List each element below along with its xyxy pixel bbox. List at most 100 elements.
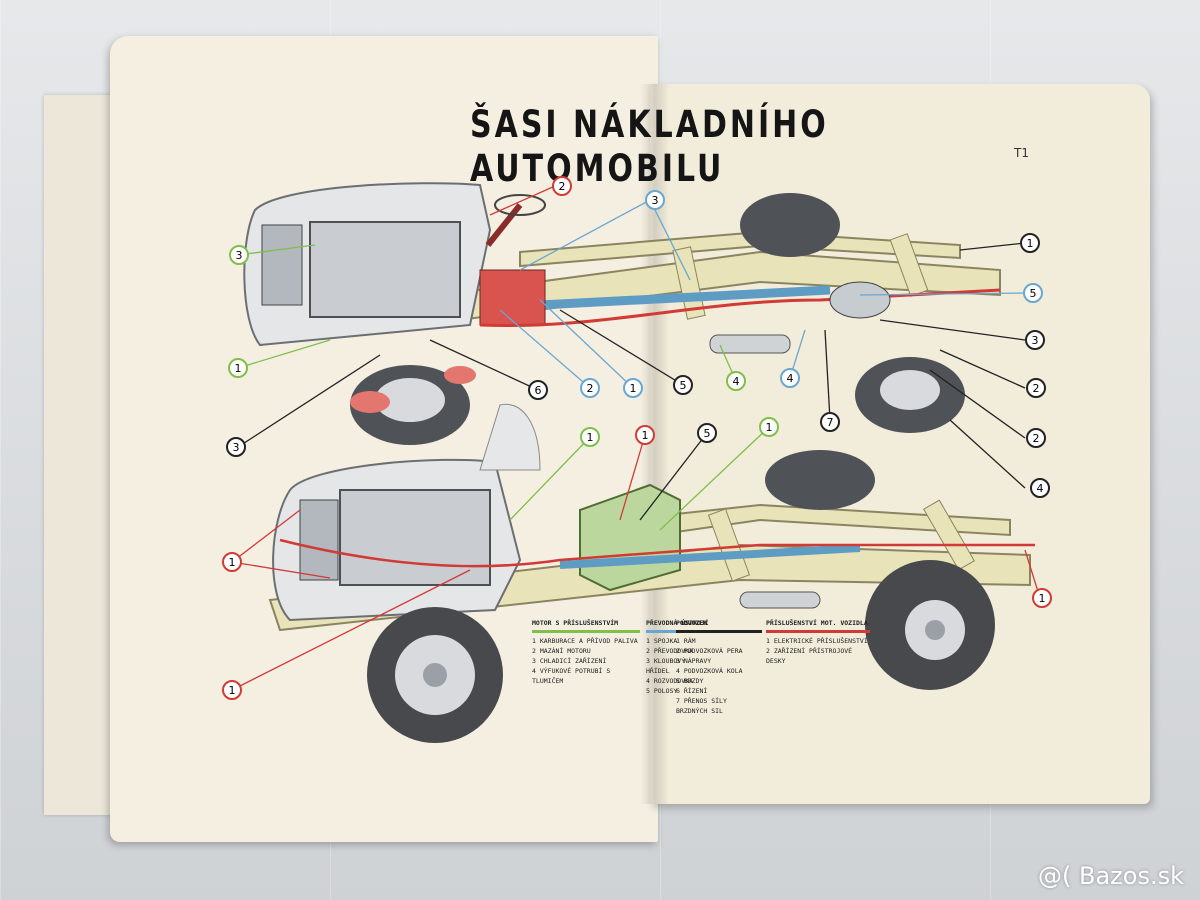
callout-number: 1 [587,431,594,444]
callout-number: 2 [1033,432,1040,445]
legend-item: 1 KARBURACE A PŘÍVOD PALIVA [532,637,638,645]
legend-header: MOTOR S PŘÍSLUŠENSTVÍM [532,618,640,633]
callout-number: 2 [559,180,566,193]
callout-circle: 5 [1023,283,1043,303]
callout-number: 3 [236,249,243,262]
callout-number: 1 [229,684,236,697]
callout-circle: 4 [726,371,746,391]
bottom-frame-crossmember [923,499,975,571]
bottom-wiring [279,538,1035,568]
callout-circle: 3 [229,245,249,265]
callout-circle: 1 [222,552,242,572]
callout-number: 5 [680,379,687,392]
callout-number: 3 [652,194,659,207]
callout-number: 1 [1039,592,1046,605]
callout-number: 1 [766,421,773,434]
legend-accessories: PŘÍSLUŠENSTVÍ MOT. VOZIDLA 1 ELEKTRICKÉ … [766,618,870,666]
legend-item: 7 PŘENOS SÍLY [676,697,727,705]
top-steering-wheel [494,194,546,216]
legend-item: 1 SPOJKA [646,637,678,645]
callout-circle: 3 [1025,330,1045,350]
legend-item: 2 PŘEVODOVKA [646,647,693,655]
page-title: ŠASI NÁKLADNÍHO AUTOMOBILU [470,103,829,191]
callout-circle: 4 [780,368,800,388]
callout-number: 7 [827,416,834,429]
top-radiator [261,224,303,306]
bottom-driveshaft [559,544,861,569]
legend-item: 4 VÝFUKOVÉ POTRUBÍ S TLUMIČEM [532,667,611,685]
top-gearbox [479,269,546,326]
legend-item: 1 ELEKTRICKÉ PŘÍSLUŠENSTVÍ [766,637,868,645]
top-rear-axle [829,281,891,319]
callout-number: 5 [704,427,711,440]
callout-number: 3 [233,441,240,454]
legend-header: PODVOZEK [676,618,762,633]
callout-number: 4 [787,372,794,385]
callout-circle: 2 [1026,428,1046,448]
bottom-exhaust-muffler [739,591,821,609]
bottom-radiator [299,499,339,581]
right-page [650,84,1150,804]
bottom-cab-seat [479,403,541,471]
callout-number: 1 [229,556,236,569]
top-driveshaft [539,285,831,310]
bazos-watermark: @( Bazos.sk [1038,862,1184,890]
callout-number: 1 [1027,237,1034,250]
legend-item: 2 MAZÁNÍ MOTORU [532,647,591,655]
top-callouts: 2 3 1 3 5 3 2 1 2 4 4 1 2 5 4 6 3 7 [226,176,1050,498]
callout-number: 2 [1033,382,1040,395]
legend-header: PŘÍSLUŠENSTVÍ MOT. VOZIDLA [766,618,870,633]
top-callout-lines [237,185,1026,489]
callout-circle: 1 [623,378,643,398]
legend-item: 3 KLOUBOVÝ HŘÍDEL [646,657,686,675]
top-front-wheel [350,365,476,445]
callout-circle: 2 [552,176,572,196]
top-exhaust-muffler [709,334,791,354]
callout-number: 2 [587,382,594,395]
bottom-engine-block [339,489,491,586]
callout-circle: 1 [759,417,779,437]
callout-number: 1 [235,362,242,375]
top-steering-column [485,203,523,247]
bottom-front-wheel [367,607,503,743]
callout-circle: 1 [635,425,655,445]
callout-circle: 1 [228,358,248,378]
legend-undercarriage: PODVOZEK 1 RÁM 2 PODVOZKOVÁ PERA 3 NÁPRA… [676,618,762,716]
legend-item: 5 POLOSY [646,687,678,695]
callout-number: 1 [630,382,637,395]
callout-number: 5 [1030,287,1037,300]
bottom-callout-lines [231,426,1041,691]
legend-item: 3 CHLADICÍ ZAŘÍZENÍ [532,657,607,665]
callout-circle: 1 [580,427,600,447]
callout-circle: 5 [673,375,693,395]
legend-item: 5 BRZDY [676,677,704,685]
callout-circle: 1 [1032,588,1052,608]
bottom-chassis [268,403,1035,743]
callout-circle: 4 [1030,478,1050,498]
legend-item: 6 ŘÍZENÍ [676,687,708,695]
legend-engine: MOTOR S PŘÍSLUŠENSTVÍM 1 KARBURACE A PŘÍ… [532,618,640,686]
legend-item: 2 PODVOZKOVÁ PERA [676,647,743,655]
page-label: T1 [1014,146,1029,160]
callout-circle: 6 [528,380,548,400]
bottom-rear-wheel [765,450,995,690]
callout-circle: 3 [226,437,246,457]
top-brake-line [479,288,1001,328]
bottom-callouts: 1 1 5 1 1 1 1 [222,417,1052,700]
legend-item: 2 ZAŘÍZENÍ PŘÍSTROJOVÉ DESKY [766,647,853,665]
legend-item: BRZDNÝCH SIL [676,707,723,715]
callout-number: 6 [535,384,542,397]
callout-circle: 1 [222,680,242,700]
callout-number: 4 [1037,482,1044,495]
callout-number: 1 [642,429,649,442]
bottom-fuel-tank [579,483,681,592]
legend-item: 4 PODVOZKOVÁ KOLA [676,667,743,675]
legend-item: 3 NÁPRAVY [676,657,712,665]
legend-item: 4 ROZVODOVKA [646,677,693,685]
callout-number: 4 [733,375,740,388]
callout-circle: 5 [697,423,717,443]
callout-circle: 2 [580,378,600,398]
legend-item: 1 RÁM [676,637,696,645]
callout-circle: 7 [820,412,840,432]
